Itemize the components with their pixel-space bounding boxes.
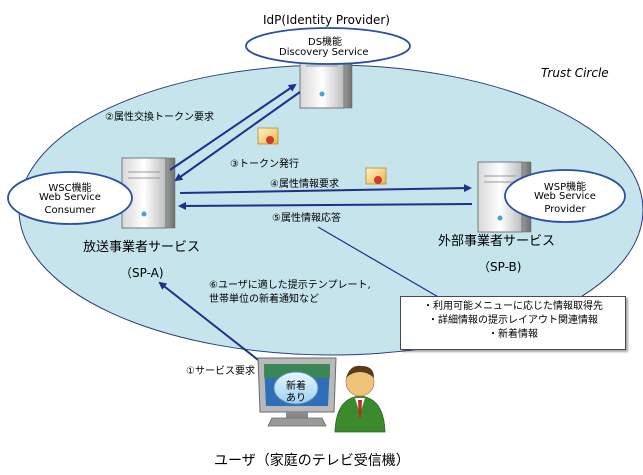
badge-text-2: あり — [286, 393, 306, 404]
step5-label: ⑤属性情報応答 — [272, 213, 341, 224]
external-code: （SP-B) — [478, 260, 522, 274]
info-callout: ・利用可能メニューに応じた情報取得先 ・詳細情報の提示レイアウト関連情報 ・新着… — [400, 296, 626, 350]
callout-line-2: ・詳細情報の提示レイアウト関連情報 — [428, 315, 598, 326]
step1-label: ①サービス要求 — [186, 366, 255, 377]
user-person-icon — [334, 365, 386, 433]
wsc-label-2: Web Service — [39, 192, 101, 203]
step6-label-1: ⑥ユーザに適した提示テンプレート, — [209, 280, 371, 291]
broadcaster-code: （SP-A) — [120, 266, 164, 280]
ds-label: DS機能 — [308, 37, 343, 48]
step2-label: ②属性交換トークン要求 — [105, 112, 214, 123]
new-arrival-badge — [273, 371, 319, 405]
wsp-label-3: Provider — [544, 204, 586, 215]
trust-circle-label: Trust Circle — [541, 66, 609, 80]
callout-pointer — [317, 226, 441, 299]
user-label: ユーザ（家庭のテレビ受信機） — [214, 453, 410, 469]
attribute-info-icon — [365, 167, 387, 185]
badge-text-1: 新着 — [286, 381, 306, 392]
token-icon — [257, 127, 279, 145]
external-name: 外部事業者サービス — [438, 234, 556, 249]
wsc-label-1: WSC機能 — [48, 183, 92, 194]
ds-ellipse — [245, 27, 411, 65]
wsc-label-3: Consumer — [44, 205, 96, 216]
wsp-label-2: Web Service — [534, 191, 596, 202]
broadcaster-server-icon — [121, 157, 176, 229]
arrow-step4 — [179, 184, 472, 194]
callout-line-1: ・利用可能メニューに応じた情報取得先 — [423, 301, 603, 312]
ds-label-sub: Discovery Service — [279, 47, 369, 58]
idp-title: IdP(Identity Provider) — [263, 13, 390, 27]
arrow-step2 — [169, 83, 297, 171]
wsp-ellipse — [504, 169, 626, 223]
wsc-ellipse — [7, 171, 133, 225]
callout-line-3: ・新着情報 — [488, 329, 538, 340]
step3-label: ③トークン発行 — [230, 159, 299, 170]
arrow-step5 — [178, 201, 473, 210]
step4-label: ④属性情報要求 — [270, 179, 339, 190]
broadcaster-name: 放送事業者サービス — [83, 240, 201, 255]
step6-label-2: 世帯単位の新着通知など — [209, 294, 319, 305]
arrow-step3 — [174, 91, 301, 182]
wsp-label-1: WSP機能 — [543, 182, 587, 193]
